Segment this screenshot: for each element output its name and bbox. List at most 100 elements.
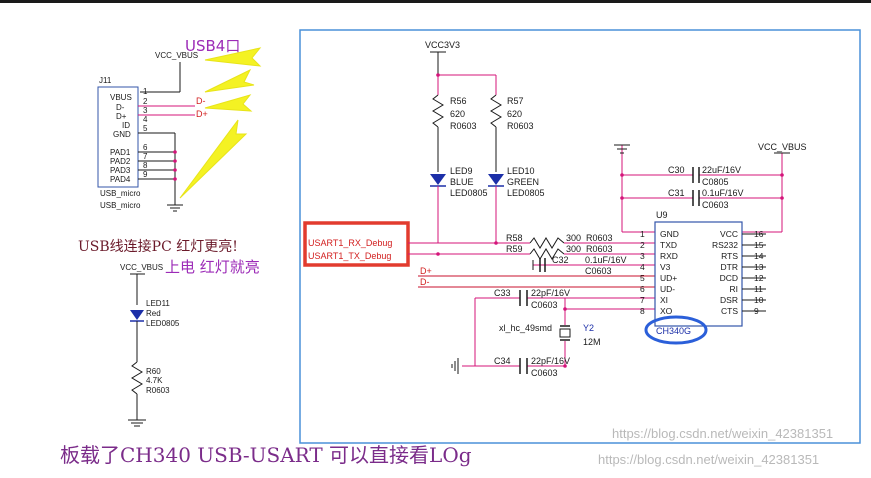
led9-symbol [430,174,446,185]
main-frame [299,29,861,444]
annotation-usb4: USB4口 [185,37,240,55]
uart-lines: USART1_RX_Debug USART1_TX_Debug R58 R59 … [303,221,655,267]
svg-text:7: 7 [143,152,148,161]
u9-pin-txd: TXD [660,240,677,250]
r57-ref: R57 [507,96,524,106]
pwr-net-label: VCC_VBUS [120,263,163,272]
j11-pin-id: ID [122,121,130,130]
top-border [0,0,871,3]
svg-text:3: 3 [143,106,148,115]
r58-value: 300 [566,233,581,243]
u9-pin-rxd: RXD [660,251,678,261]
u9-pin-udminus: UD- [660,284,675,294]
c33-pkg: C0603 [531,300,558,310]
y2-pkg: xl_hc_49smd [499,323,552,333]
svg-text:9: 9 [143,170,148,179]
vcc3v3-label: VCC3V3 [425,40,460,50]
c30-pkg: C0805 [702,177,729,187]
c34-pkg: C0603 [531,368,558,378]
annotation-bottom: 板载了CH340 USB-USART 可以直接看LOg [60,443,472,467]
j11-value: USB_micro [100,201,141,210]
u9-pin-number: 2 [640,240,645,250]
u9-pin-dtr: DTR [721,262,738,272]
cap-c32: C32 0.1uF/16V C0603 [532,255,655,276]
led11-ref: LED11 [146,299,170,308]
u9-pin-rts: RTS [721,251,738,261]
led9-pkg: LED0805 [450,188,488,198]
status-leds: VCC3V3 R56 620 R0603 R57 620 R0603 LED9 … [425,40,545,256]
u9-pin-cts: CTS [721,306,738,316]
j11-pin-pad3: PAD3 [110,166,131,175]
u9-pin-number: 6 [640,284,645,294]
c31-ref: C31 [668,188,685,198]
u9-part-label: CH340G [656,326,691,336]
svg-text:5: 5 [143,124,148,133]
net-dplus-label: D+ [420,266,432,276]
u9-pin-v3: V3 [660,262,671,272]
u9-pin-udplus: UD+ [660,273,677,283]
j11-pin-pad2: PAD2 [110,157,131,166]
u9-pin-xo: XO [660,306,673,316]
j11-pin-pad1: PAD1 [110,148,131,157]
c33-value: 22pF/16V [531,288,570,298]
r60-pkg: R0603 [146,386,170,395]
c31-value: 0.1uF/16V [702,188,744,198]
net-dminus-label: D- [420,277,430,287]
r58-pkg: R0603 [586,233,613,243]
u9-pin-number: 5 [640,273,645,283]
r56-ref: R56 [450,96,467,106]
j11-net-dminus: D- [196,96,206,106]
led9-color: BLUE [450,177,474,187]
led11-symbol [130,310,144,320]
c30-value: 22uF/16V [702,165,741,175]
j11-net-dplus: D+ [196,109,208,119]
j11-pin-gnd: GND [113,130,131,139]
c30-ref: C30 [668,165,685,175]
watermark-1: https://blog.csdn.net/weixin_42381351 [612,426,833,441]
c32-ref: C32 [552,255,569,265]
ch340g-highlight-ellipse [644,315,708,345]
c34-value: 22pF/16V [531,356,570,366]
u9-ref: U9 [656,210,668,220]
led10-color: GREEN [507,177,539,187]
r59-pkg: R0603 [586,244,613,254]
svg-text:8: 8 [143,161,148,170]
uart-highlight-box [303,221,410,267]
net-rx-label: USART1_RX_Debug [308,238,392,248]
power-led-circuit: VCC_VBUS LED11 Red LED0805 R60 4.7K R060… [120,263,180,427]
u9-pin-vcc: VCC [720,229,738,239]
j11-part: USB_micro [100,189,141,198]
r56-pkg: R0603 [450,121,477,131]
r59-value: 300 [566,244,581,254]
u9-pin-number: 8 [640,306,645,316]
usb-data-lines: D+ D- [418,266,655,288]
j11-net-label: VCC_VBUS [155,51,198,60]
j11-pin-dplus: D+ [116,112,127,121]
j11-pin-dminus: D- [116,103,125,112]
led10-symbol [488,174,504,185]
u9-pin-dcd: DCD [720,273,738,283]
led11-color: Red [146,309,161,318]
u9-pin-xi: XI [660,295,668,305]
svg-text:2: 2 [143,97,148,106]
annotation-power-on: 上电 红灯就亮 [165,258,260,276]
y2-freq: 12M [583,337,601,347]
u9-pin-number: 3 [640,251,645,261]
c34-ref: C34 [494,356,511,366]
c31-pkg: C0603 [702,200,729,210]
usb-connector-j11: VCC_VBUS J11 VBUS D- D+ ID GND PAD1 PAD2… [97,51,208,212]
j11-ref: J11 [99,76,112,85]
j11-pin-vbus: VBUS [110,93,132,102]
r57-value: 620 [507,109,522,119]
led10-pkg: LED0805 [507,188,545,198]
power-capacitors: C30 22uF/16V C0805 C31 0.1uF/16V C0603 V… [614,142,807,233]
u9-pin-dsr: DSR [720,295,738,305]
y2-ref: Y2 [583,323,594,333]
svg-text:4: 4 [143,115,148,124]
c32-value: 0.1uF/16V [585,255,627,265]
r57-pkg: R0603 [507,121,534,131]
vcc-vbus-label: VCC_VBUS [758,142,807,152]
u9-pin-rs232: RS232 [712,240,738,250]
